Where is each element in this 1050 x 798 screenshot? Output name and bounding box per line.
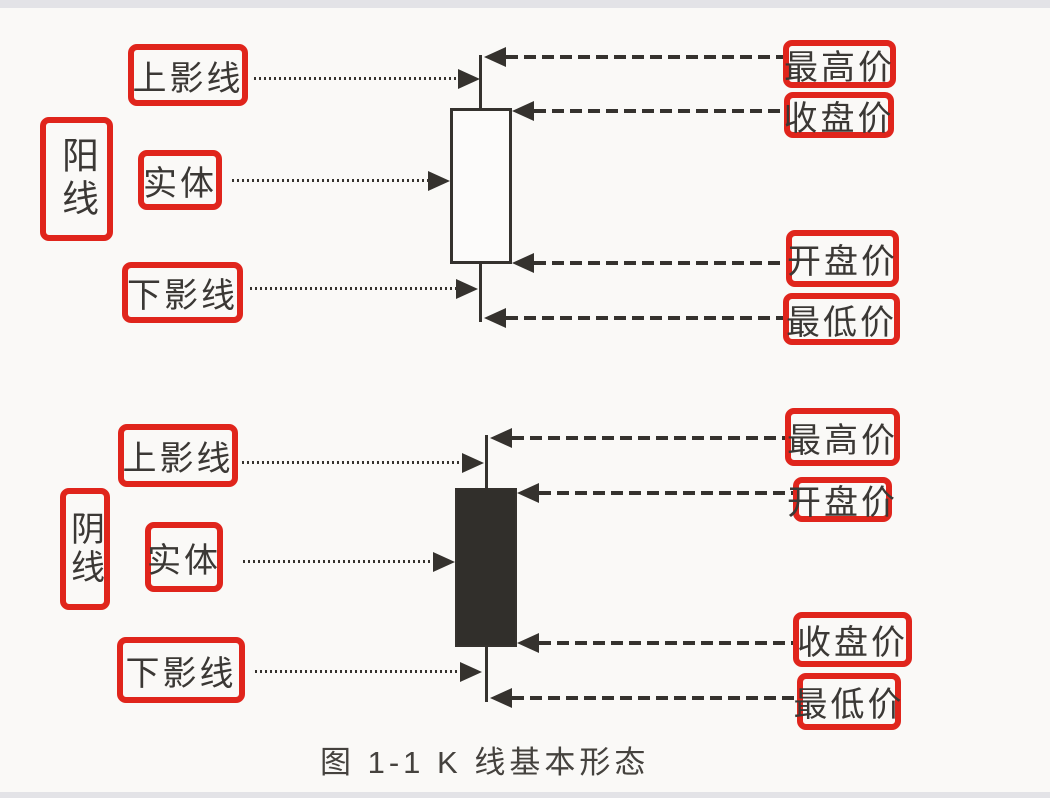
yin-lower-shadow-connector [255,670,460,673]
arrowhead-right-icon [460,662,482,682]
yang-close-price-label: 收盘价 [784,92,894,138]
yang-high-price-label: 最高价 [783,40,896,88]
yin-upper-shadow-connector [242,461,462,464]
yang-upper-shadow-connector [254,77,460,80]
yin-low-connector [512,696,797,700]
yin-body-label: 实体 [145,522,223,592]
yang-upper-shadow-label: 上影线 [128,44,248,106]
arrowhead-left-icon [490,428,512,448]
yin-side-label: 阴线 [60,488,110,610]
arrowhead-left-icon [517,633,539,653]
arrowhead-right-icon [462,453,484,473]
yang-low-connector [506,316,783,320]
yin-lower-wick [485,645,488,702]
yin-open-price-label: 开盘价 [787,477,895,522]
arrowhead-left-icon [512,101,534,121]
yin-close-price-label: 收盘价 [793,612,912,667]
yang-lower-shadow-label: 下影线 [122,262,243,323]
yin-high-price-label: 最高价 [785,408,900,466]
yang-open-connector [534,261,786,265]
yin-open-connector [539,491,793,495]
yin-close-connector [539,641,793,645]
yang-upper-wick [479,55,482,110]
yang-open-price-label: 开盘价 [786,230,899,287]
yin-candle-body [455,488,517,647]
arrowhead-left-icon [512,253,534,273]
arrowhead-right-icon [458,69,480,89]
arrowhead-left-icon [517,483,539,503]
arrowhead-right-icon [433,552,455,572]
yin-high-connector [512,436,785,440]
yang-lower-wick [479,262,482,322]
arrowhead-left-icon [484,308,506,328]
yin-upper-wick [485,435,488,490]
yin-body-connector [243,560,433,563]
yang-lower-shadow-connector [250,287,456,290]
yang-body-label: 实体 [138,150,222,210]
yang-low-price-label: 最低价 [783,293,900,345]
yin-low-price-label: 最低价 [794,673,902,730]
yin-lower-shadow-label: 下影线 [117,637,245,703]
yang-high-connector [506,55,783,59]
figure-caption: 图 1-1 K 线基本形态 [320,745,650,780]
yang-close-connector [534,109,784,113]
yin-upper-shadow-label: 上影线 [118,424,238,487]
arrowhead-right-icon [428,171,450,191]
arrowhead-left-icon [490,688,512,708]
arrowhead-right-icon [456,279,478,299]
yang-body-connector [232,179,430,182]
page-edge-top [0,0,1050,8]
arrowhead-left-icon [484,47,506,67]
page-edge-bottom [0,792,1050,798]
yang-side-label: 阳线 [40,117,113,241]
yang-candle-body [450,108,512,264]
